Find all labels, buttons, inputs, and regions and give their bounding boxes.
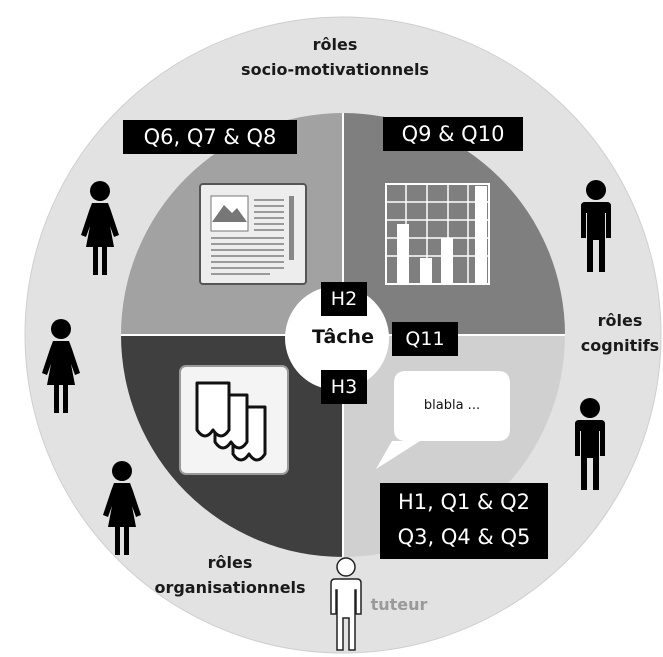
male-figure-right-top <box>581 180 611 272</box>
books-icon <box>179 365 289 475</box>
label-socio-line2: socio-motivationnels <box>241 60 429 79</box>
bar-chart-icon <box>385 183 490 285</box>
h2-box: H2 <box>321 282 367 316</box>
label-cognitifs-line2: cognitifs <box>580 336 660 355</box>
label-cognitifs-line1: rôles <box>597 311 643 330</box>
tutor-figure-outline <box>330 557 362 651</box>
questions-tutorat-box: H1, Q1 & Q2 Q3, Q4 & Q5 <box>380 483 548 559</box>
female-figure-left-middle <box>42 319 80 413</box>
document-icon <box>199 183 307 285</box>
label-organisationnels-line2: organisationnels <box>154 578 306 597</box>
bubble-text: blabla ... <box>423 398 481 413</box>
h3-box: H3 <box>321 370 367 404</box>
center-title: Tâche <box>312 326 374 348</box>
questions-cognitif-box: Q9 & Q10 <box>383 117 523 151</box>
speech-bubble <box>376 371 510 469</box>
q11-box: Q11 <box>392 322 458 356</box>
male-figure-right-bottom <box>575 398 605 490</box>
label-socio-line1: rôles <box>312 35 358 54</box>
questions-tutorat-line1: H1, Q1 & Q2 <box>380 487 548 517</box>
questions-socio-box: Q6, Q7 & Q8 <box>123 120 297 154</box>
label-organisationnels-line1: rôles <box>207 553 253 572</box>
female-figure-left-bottom <box>103 461 141 555</box>
questions-tutorat-line2: Q3, Q4 & Q5 <box>380 522 548 552</box>
label-tuteur: tuteur <box>370 595 428 614</box>
female-figure-left-top <box>81 181 119 275</box>
